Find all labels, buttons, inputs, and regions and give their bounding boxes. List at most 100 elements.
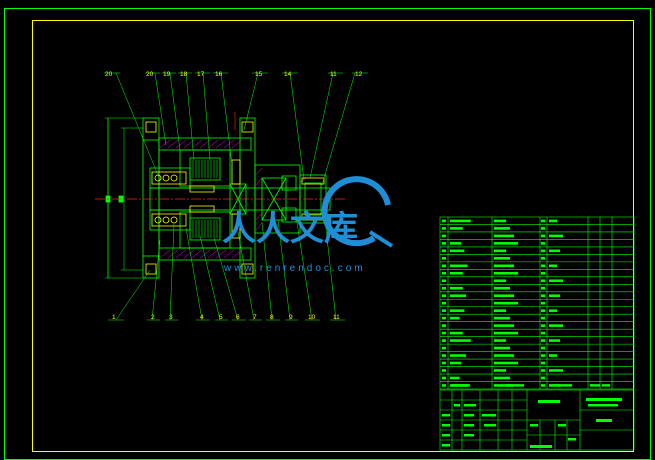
callout-number: 14 [284, 71, 292, 78]
parts-list-cell-text [549, 219, 557, 223]
parts-list-cell-text [442, 242, 446, 245]
parts-list-cell-text [442, 331, 446, 335]
parts-list-cell-text [442, 309, 446, 312]
parts-list-cell-text [442, 249, 446, 253]
parts-list-cell-text [494, 354, 514, 357]
parts-list-header-text [602, 384, 610, 387]
leader-lines-top [104, 72, 368, 186]
parts-list-cell-text [450, 242, 462, 245]
callout-number: 5 [219, 314, 223, 321]
callout-number: 11 [330, 71, 337, 78]
callout-number: 19 [163, 71, 171, 78]
parts-list-cell-text [450, 361, 462, 365]
parts-list-cell-text [450, 309, 465, 312]
accent-parts [151, 159, 325, 239]
parts-list-cell-text [549, 264, 557, 268]
parts-list-cell-text [541, 271, 545, 275]
parts-list-header-text [452, 384, 470, 387]
parts-list-header-text [590, 384, 600, 387]
parts-list-cell-text [541, 361, 545, 365]
parts-list-header-text [556, 384, 572, 387]
parts-list-cell-text [541, 264, 545, 268]
callout-number: 2 [151, 314, 155, 321]
section-hatching [159, 139, 307, 259]
leader-lines-bottom [108, 209, 345, 321]
callout-number: 20 [146, 71, 154, 78]
parts-list-cell-text [541, 369, 545, 372]
parts-list-cell-text [494, 324, 514, 327]
callout-number: 4 [200, 314, 204, 321]
parts-list-cell-text [450, 249, 465, 253]
callout-number: 7 [253, 314, 257, 321]
callout-number: 8 [270, 314, 274, 321]
rrdoc-logo-icon [321, 176, 394, 248]
parts-list-cell-text [494, 279, 506, 283]
watermark-chinese: 人人文库 [222, 209, 358, 249]
callouts-bottom: 1 2 3 4 5 6 7 8 9 10 11 [112, 314, 340, 321]
parts-list-cell-text [549, 249, 560, 253]
watermark-url: www.renrendoc.com [223, 263, 366, 274]
parts-list-cell-text [442, 234, 446, 238]
parts-list-cell-text [494, 376, 510, 380]
parts-list-cell-text [549, 294, 560, 298]
parts-list-cell-text [442, 279, 446, 283]
parts-list-cell-text [541, 354, 545, 357]
parts-list-cell-text [450, 354, 466, 357]
parts-list-cell-text [494, 384, 514, 387]
parts-list-header-text [506, 384, 524, 387]
parts-list-cell-text [442, 354, 446, 357]
parts-list-cell-text [450, 316, 460, 320]
parts-list-cell-text [494, 234, 514, 238]
parts-list-cell-text [549, 354, 557, 357]
parts-list-cell-text [442, 339, 446, 342]
parts-list-cell-text [494, 242, 518, 245]
parts-list-cell-text [549, 309, 557, 312]
parts-list-cell-text [442, 219, 446, 223]
parts-list-cell-text [494, 286, 510, 290]
parts-list-cell-text [450, 286, 463, 290]
callout-number: 1 [112, 314, 116, 321]
parts-list-cell-text [442, 264, 446, 268]
title-block [439, 389, 635, 451]
parts-list-cell-text [541, 257, 545, 260]
parts-list-cell-text [541, 384, 545, 387]
parts-list-cell-text [541, 227, 545, 230]
parts-list-cell-text [549, 234, 563, 238]
parts-list-cell-text [494, 346, 510, 350]
callout-number: 16 [215, 71, 223, 78]
parts-list-cell-text [541, 324, 545, 327]
parts-list-cell-text [442, 384, 446, 387]
callout-number: 6 [236, 314, 240, 321]
callout-number: 9 [289, 314, 293, 321]
inner-frame [32, 20, 634, 452]
parts-list-cell-text [450, 264, 468, 268]
parts-list-cell-text [541, 234, 545, 238]
parts-list-cell-text [450, 219, 471, 223]
parts-list-cell-text [494, 301, 518, 305]
parts-list-cell-text [541, 242, 545, 245]
parts-list-cell-text [494, 227, 510, 230]
parts-list-cell-text [450, 331, 463, 335]
parts-list-cell-text [442, 227, 446, 230]
parts-list-cell-text [549, 324, 563, 327]
parts-list-cell-text [494, 309, 506, 312]
parts-list-cell-text [541, 346, 545, 350]
parts-list-cell-text [442, 376, 446, 380]
parts-list-cell-text [494, 316, 510, 320]
parts-list-cell-text [442, 286, 446, 290]
parts-list-cell-text [494, 264, 514, 268]
callout-number: 11 [333, 314, 340, 321]
parts-list-cell-text [442, 294, 446, 298]
parts-list-cell-text [442, 369, 446, 372]
assembly-section-view [105, 117, 331, 279]
parts-list-cell-text [494, 249, 506, 253]
gear-teeth [192, 160, 218, 238]
parts-list-cell-text [442, 271, 446, 275]
parts-list-cell-text [442, 324, 446, 327]
parts-list-cell-text [442, 316, 446, 320]
parts-list-cell-text [442, 301, 446, 305]
parts-list-cell-text [442, 257, 446, 260]
callout-number: 3 [169, 314, 173, 321]
parts-list-cell-text [494, 339, 506, 342]
